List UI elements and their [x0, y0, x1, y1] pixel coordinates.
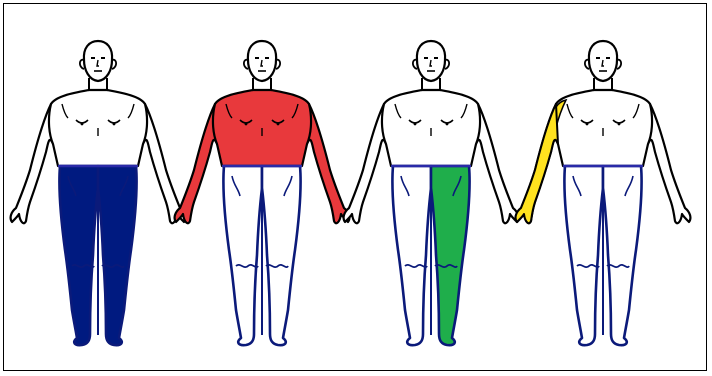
right-arm-outer [143, 104, 185, 223]
left-arm [11, 104, 53, 223]
right-arm-fill [516, 104, 558, 223]
left-arm [175, 104, 217, 223]
right-arm-outer [648, 104, 690, 223]
right-leg [431, 166, 470, 345]
left-leg [223, 166, 262, 345]
left-leg [392, 166, 431, 345]
right-leg [603, 166, 642, 345]
right-arm-outer [476, 104, 518, 223]
figure-3 [344, 41, 519, 345]
left-leg [564, 166, 603, 345]
right-arm-outer [307, 104, 349, 223]
figure-1 [11, 41, 186, 345]
figure-4 [516, 41, 691, 345]
right-leg [262, 166, 301, 345]
left-arm [344, 104, 386, 223]
left-leg [59, 166, 98, 345]
figure-2 [175, 41, 350, 345]
right-leg [98, 166, 137, 345]
